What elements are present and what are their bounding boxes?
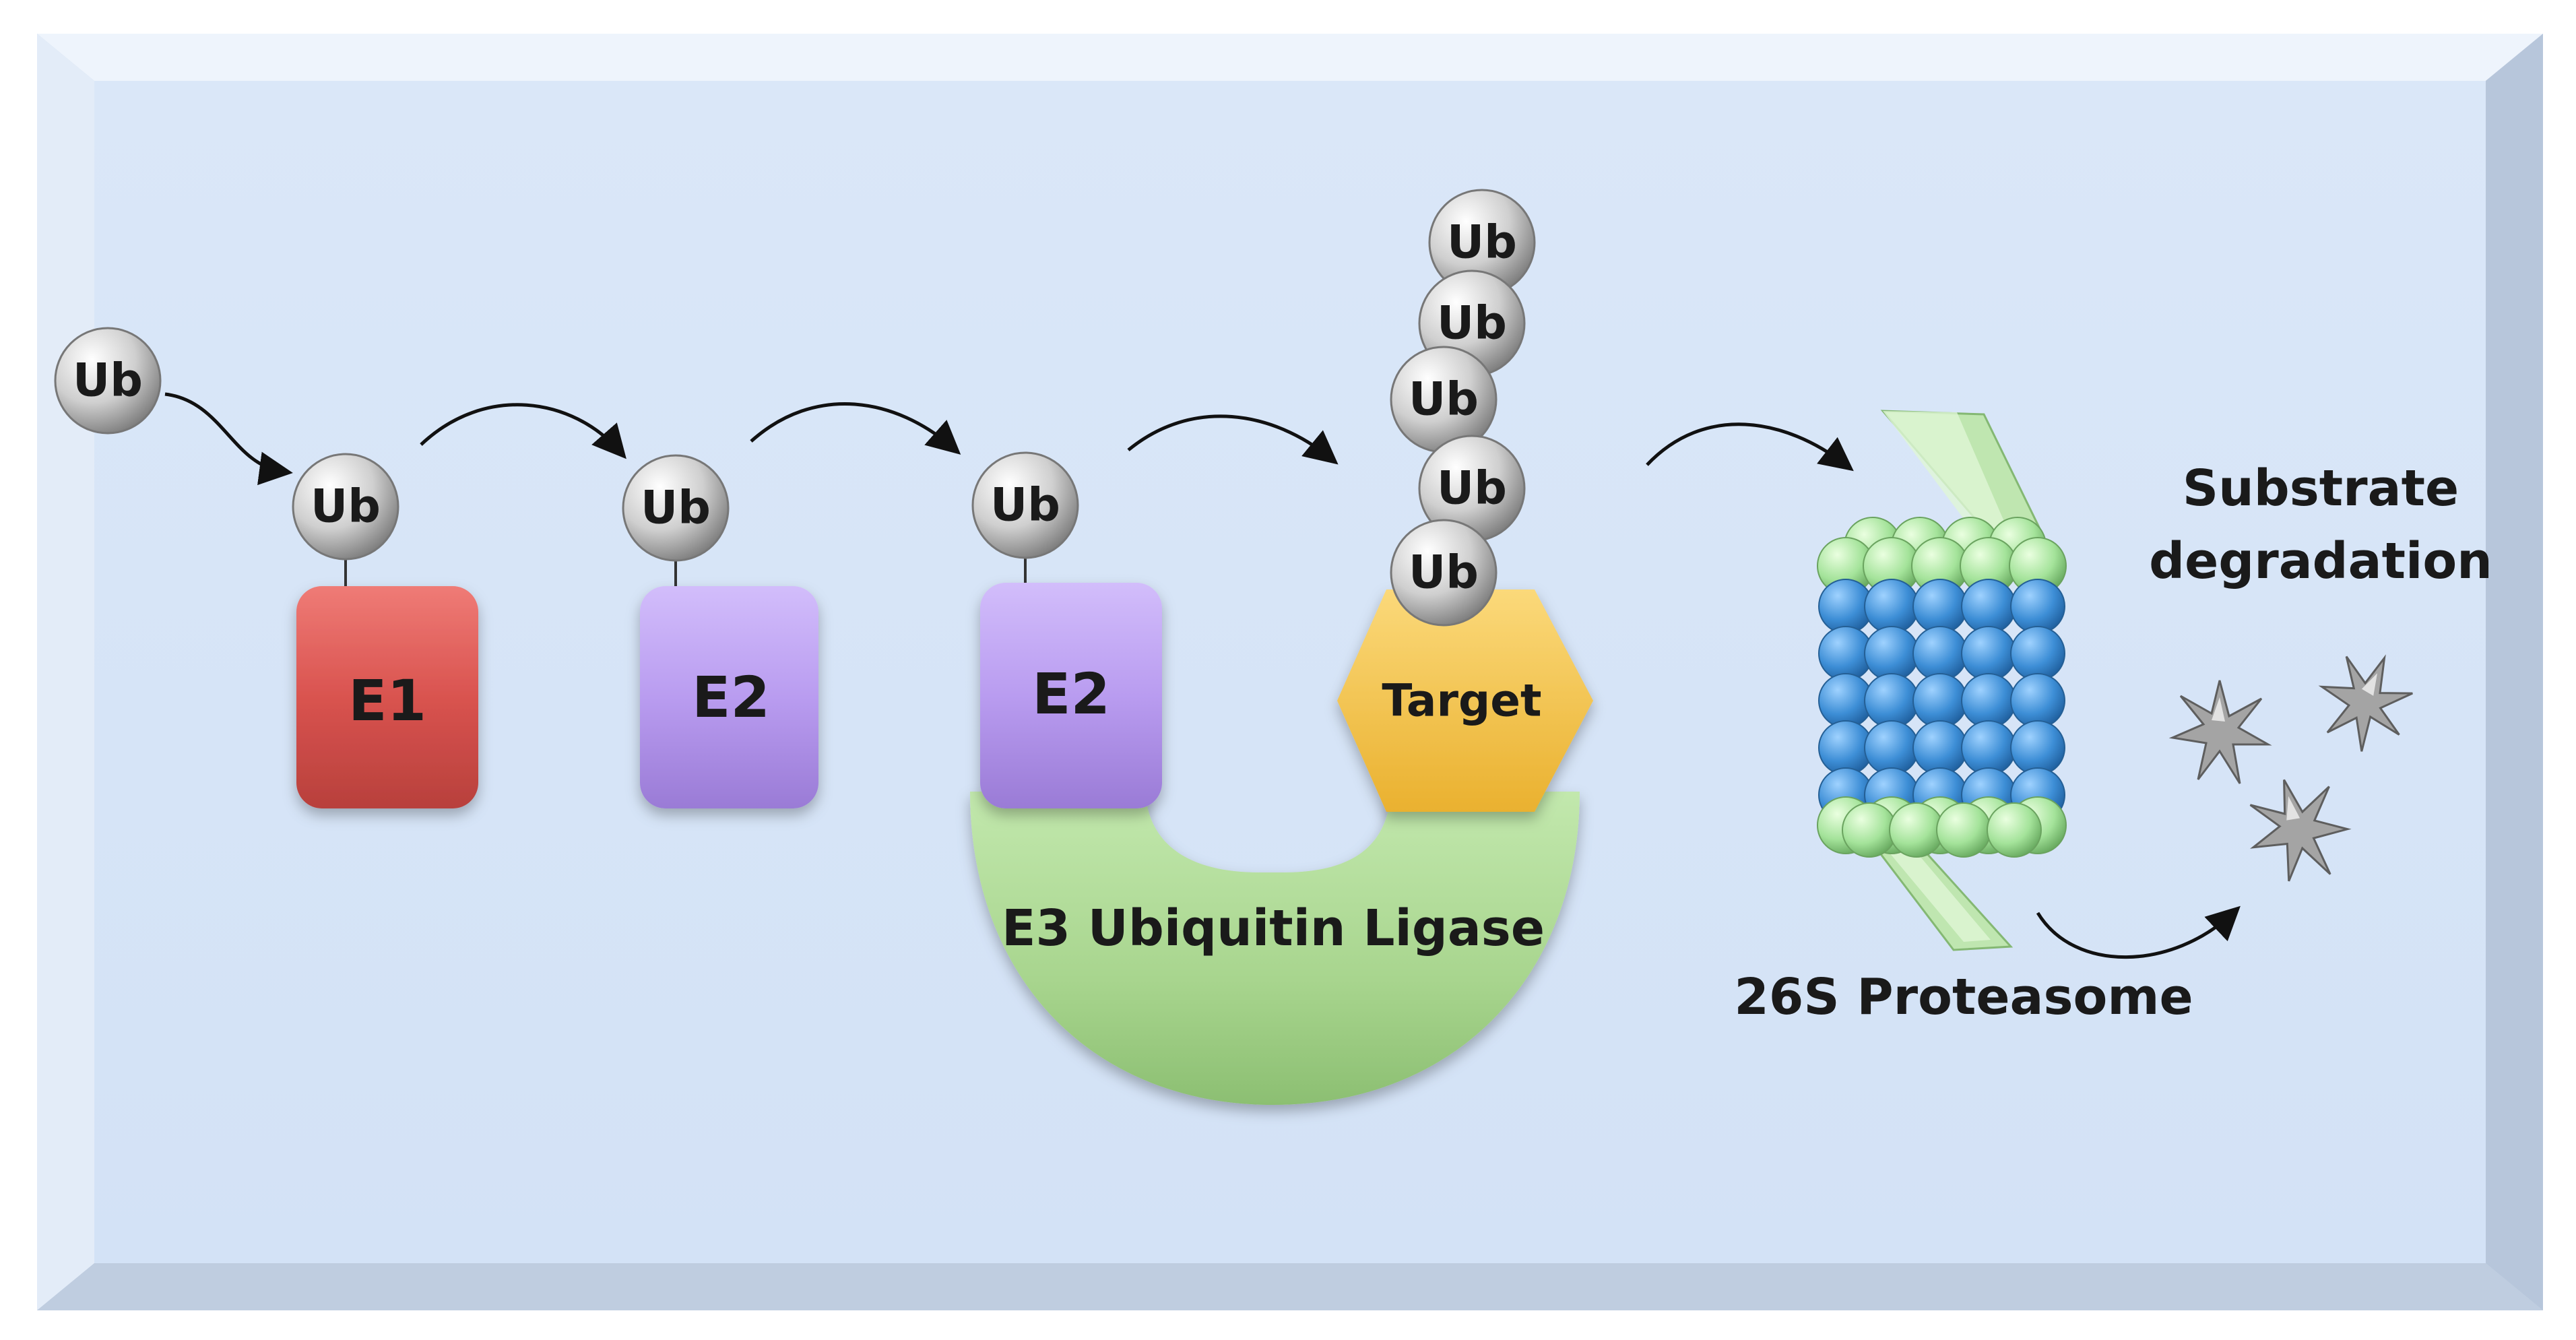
ub-label: Ub [641, 482, 711, 535]
ub-label: Ub [1409, 373, 1479, 426]
ub-label: Ub [990, 479, 1060, 532]
proteasome-core-subunit [1912, 579, 1968, 634]
free-ubiquitin: Ub [54, 327, 162, 435]
proteasome-core-subunit [1961, 720, 2016, 775]
ub-label: Ub [1409, 546, 1479, 600]
proteasome-core-subunit [2010, 626, 2065, 681]
peptide-fragment-icon [2318, 654, 2413, 752]
target-substrate: Target [1337, 589, 1593, 812]
ub-label: Ub [1437, 297, 1507, 350]
ub-label: Ub [311, 480, 381, 534]
e3-label: E3 Ubiquitin Ligase [1002, 899, 1545, 957]
proteasome-core-subunit [1864, 579, 1919, 634]
proteasome-barrel [1817, 410, 2067, 951]
ub-label: Ub [1437, 462, 1507, 515]
peptide-fragments [2168, 654, 2413, 882]
arrow-e1-to-e2 [420, 403, 626, 459]
substrate-label-line2: degradation [2149, 532, 2492, 590]
proteasome-core-subunit [1912, 626, 1968, 681]
proteasome-core-subunit [2010, 579, 2065, 634]
arrow-target-to-proteasome [1646, 422, 1854, 472]
proteasome-ring-subunit [1987, 802, 2042, 858]
proteasome-core-subunit [1961, 579, 2016, 634]
proteasome-core-subunit [1864, 626, 1919, 681]
proteasome-core-subunit [1961, 673, 2016, 728]
proteasome-ring-subunit [1842, 802, 1897, 858]
background-panel [37, 34, 2543, 1310]
ub-label: Ub [73, 354, 143, 408]
e1-label: E1 [348, 668, 426, 734]
e2-label: E2 [692, 664, 770, 730]
proteasome-ring-subunit [1936, 802, 1991, 858]
proteasome-core-subunit [2010, 673, 2065, 728]
reaction-arrows [164, 392, 2241, 959]
arrow-ub-to-e1 [164, 392, 293, 486]
proteasome-core-subunit [1912, 673, 1968, 728]
e3-ligase: E3 Ubiquitin Ligase [970, 792, 1580, 1105]
e2-enzyme-second: E2 Ub [971, 451, 1162, 808]
target-label: Target [1382, 675, 1541, 727]
proteasome-core-subunit [1864, 673, 1919, 728]
proteasome-core-subunit [2010, 720, 2065, 775]
peptide-fragment-icon [2168, 680, 2272, 784]
proteasome-core-subunit [1864, 720, 1919, 775]
ub-label: Ub [1447, 216, 1517, 269]
arrow-proteasome-to-fragments [2036, 905, 2241, 959]
e1-enzyme: E1 Ub [292, 453, 478, 808]
proteasome-core-subunit [1912, 720, 1968, 775]
substrate-label-line1: Substrate [2183, 459, 2459, 517]
proteasome-label: 26S Proteasome [1734, 968, 2193, 1026]
proteasome-ring-subunit [1889, 802, 1944, 858]
arrow-e2-to-e2 [750, 402, 961, 455]
peptide-fragment-icon [2249, 779, 2352, 882]
proteasome-core-subunit [1961, 626, 2016, 681]
e2-label: E2 [1032, 661, 1110, 727]
polyubiquitin-chain: Ub Ub Ub Ub Ub [1390, 189, 1536, 627]
arrow-e2-to-target [1127, 414, 1339, 465]
e2-enzyme-first: E2 Ub [622, 454, 818, 808]
